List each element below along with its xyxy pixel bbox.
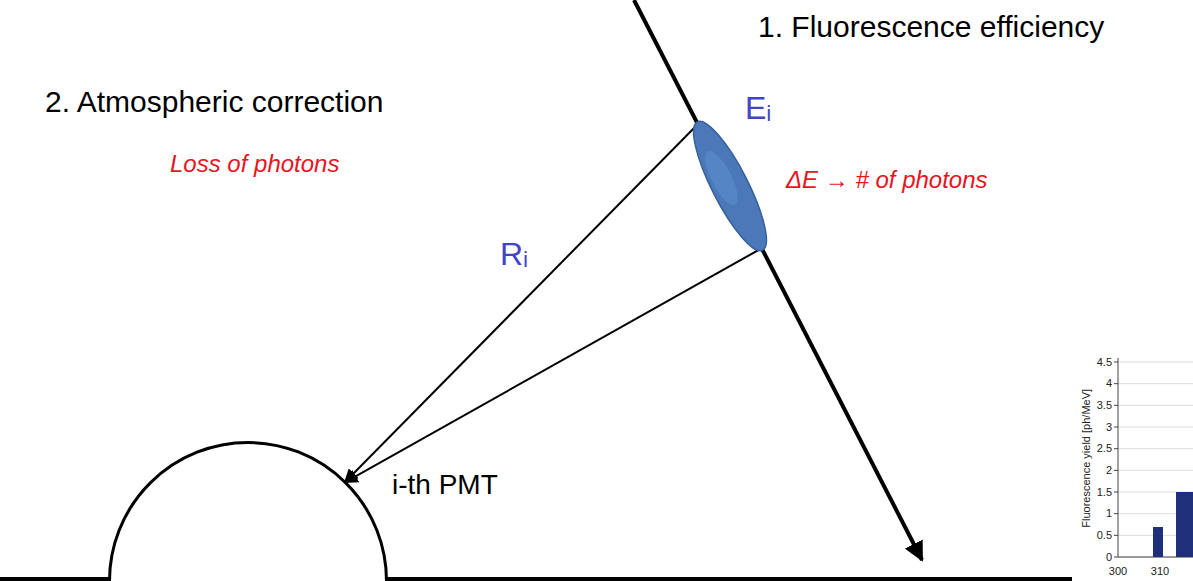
tick-mark bbox=[1114, 470, 1118, 471]
step-title: 2. Atmospheric correction bbox=[45, 85, 383, 120]
chart-bar bbox=[1176, 492, 1193, 557]
pmt-dome: i-th PMT bbox=[108, 441, 388, 581]
tick-label: 1.5 bbox=[1097, 486, 1112, 499]
pmt-dome-outline bbox=[110, 443, 387, 581]
pmt-label: i-th PMT bbox=[392, 469, 498, 501]
tick-label: 3 bbox=[1106, 421, 1112, 434]
tick-label: 300 bbox=[1109, 565, 1127, 578]
tick-label: 0 bbox=[1106, 551, 1112, 564]
tick-mark bbox=[1114, 383, 1118, 384]
tick-mark bbox=[1114, 427, 1118, 428]
tick-label: 2.5 bbox=[1097, 442, 1112, 455]
chart-bar bbox=[1153, 527, 1163, 557]
axis-title: Fluorescence yield [ph/MeV] bbox=[1080, 389, 1093, 528]
deposit-label: Eᵢ bbox=[745, 90, 771, 127]
tick-label: 0.5 bbox=[1097, 529, 1112, 542]
tick-mark bbox=[1114, 557, 1118, 558]
tick-mark bbox=[1114, 535, 1118, 536]
step-title: 1. Fluorescence efficiency bbox=[758, 10, 1104, 45]
tick-label: 4.5 bbox=[1097, 356, 1112, 369]
fluorescence-chart bbox=[1114, 358, 1193, 557]
light-path bbox=[345, 248, 762, 482]
grid-line bbox=[1118, 383, 1193, 384]
chart-y-axis bbox=[1118, 358, 1119, 557]
tick-mark bbox=[1114, 405, 1118, 406]
step-note: ΔE → # of photons bbox=[786, 166, 988, 194]
tick-mark bbox=[1114, 448, 1118, 449]
grid-line bbox=[1118, 448, 1193, 449]
tick-label: 2 bbox=[1106, 464, 1112, 477]
step-note: Loss of photons bbox=[170, 150, 339, 178]
tick-label: 4 bbox=[1106, 377, 1112, 390]
tick-mark bbox=[1114, 513, 1118, 514]
grid-line bbox=[1118, 470, 1193, 471]
energy-blob bbox=[681, 114, 778, 259]
tick-mark bbox=[1114, 492, 1118, 493]
tick-mark bbox=[1114, 362, 1118, 363]
shower-axis bbox=[634, 0, 922, 560]
chart-grid bbox=[1114, 362, 1193, 557]
tick-label: 310 bbox=[1151, 565, 1169, 578]
tick-label: 1 bbox=[1106, 507, 1112, 520]
tick-label: 3.5 bbox=[1097, 399, 1112, 412]
light-path bbox=[345, 124, 698, 482]
energy-deposit: Eᵢ bbox=[680, 115, 780, 257]
blob-shade bbox=[699, 147, 744, 210]
dome-outline bbox=[108, 441, 388, 581]
grid-line bbox=[1118, 405, 1193, 406]
grid-line bbox=[1118, 427, 1193, 428]
grid-line bbox=[1118, 362, 1193, 363]
blob-outline bbox=[680, 115, 780, 257]
distance-label: Rᵢ bbox=[500, 236, 528, 273]
